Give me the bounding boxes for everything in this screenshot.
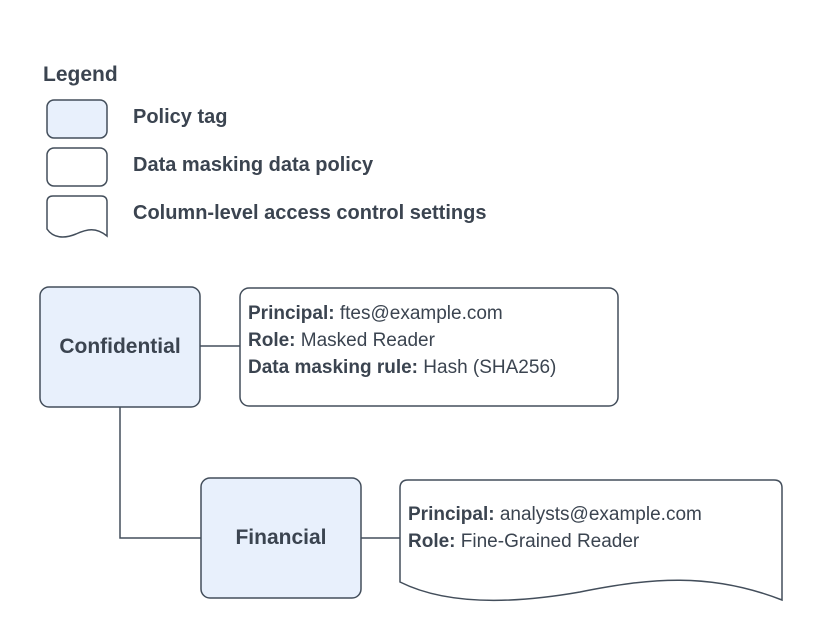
- policy-tag-swatch: [46, 99, 108, 139]
- field-value: analysts@example.com: [494, 504, 702, 525]
- access-settings-line: Principal: analysts@example.com: [408, 501, 702, 528]
- connector-confidential-financial: [119, 407, 201, 539]
- legend-label-policy-tag: Policy tag: [133, 106, 228, 128]
- access-settings-text: Principal: analysts@example.com Role: Fi…: [408, 501, 702, 555]
- masking-policy-shape: [239, 287, 619, 407]
- field-label: Role:: [408, 531, 456, 552]
- node-financial-shape: [200, 477, 362, 599]
- legend-title: Legend: [43, 63, 118, 86]
- field-value: ftes@example.com: [334, 303, 503, 324]
- access-settings-line: Role: Fine-Grained Reader: [408, 528, 702, 555]
- masking-policy-text: Principal: ftes@example.com Role: Masked…: [248, 300, 556, 381]
- masking-policy-line: Principal: ftes@example.com: [248, 300, 556, 327]
- column-access-swatch: [46, 195, 108, 238]
- field-label: Role:: [248, 330, 296, 351]
- field-value: Masked Reader: [295, 330, 435, 351]
- access-settings-shape: [399, 479, 783, 602]
- legend-label-data-policy: Data masking data policy: [133, 154, 374, 176]
- data-policy-swatch: [46, 147, 108, 187]
- legend-label-column-access: Column-level access control settings: [133, 202, 487, 224]
- field-label: Data masking rule:: [248, 357, 418, 378]
- masking-policy-line: Role: Masked Reader: [248, 327, 556, 354]
- masking-policy-line: Data masking rule: Hash (SHA256): [248, 354, 556, 381]
- node-confidential-shape: [39, 286, 201, 408]
- field-label: Principal:: [408, 504, 495, 525]
- field-value: Hash (SHA256): [418, 357, 557, 378]
- field-label: Principal:: [248, 303, 335, 324]
- field-value: Fine-Grained Reader: [455, 531, 640, 552]
- node-financial-label: Financial: [235, 526, 327, 549]
- node-confidential-label: Confidential: [59, 335, 181, 358]
